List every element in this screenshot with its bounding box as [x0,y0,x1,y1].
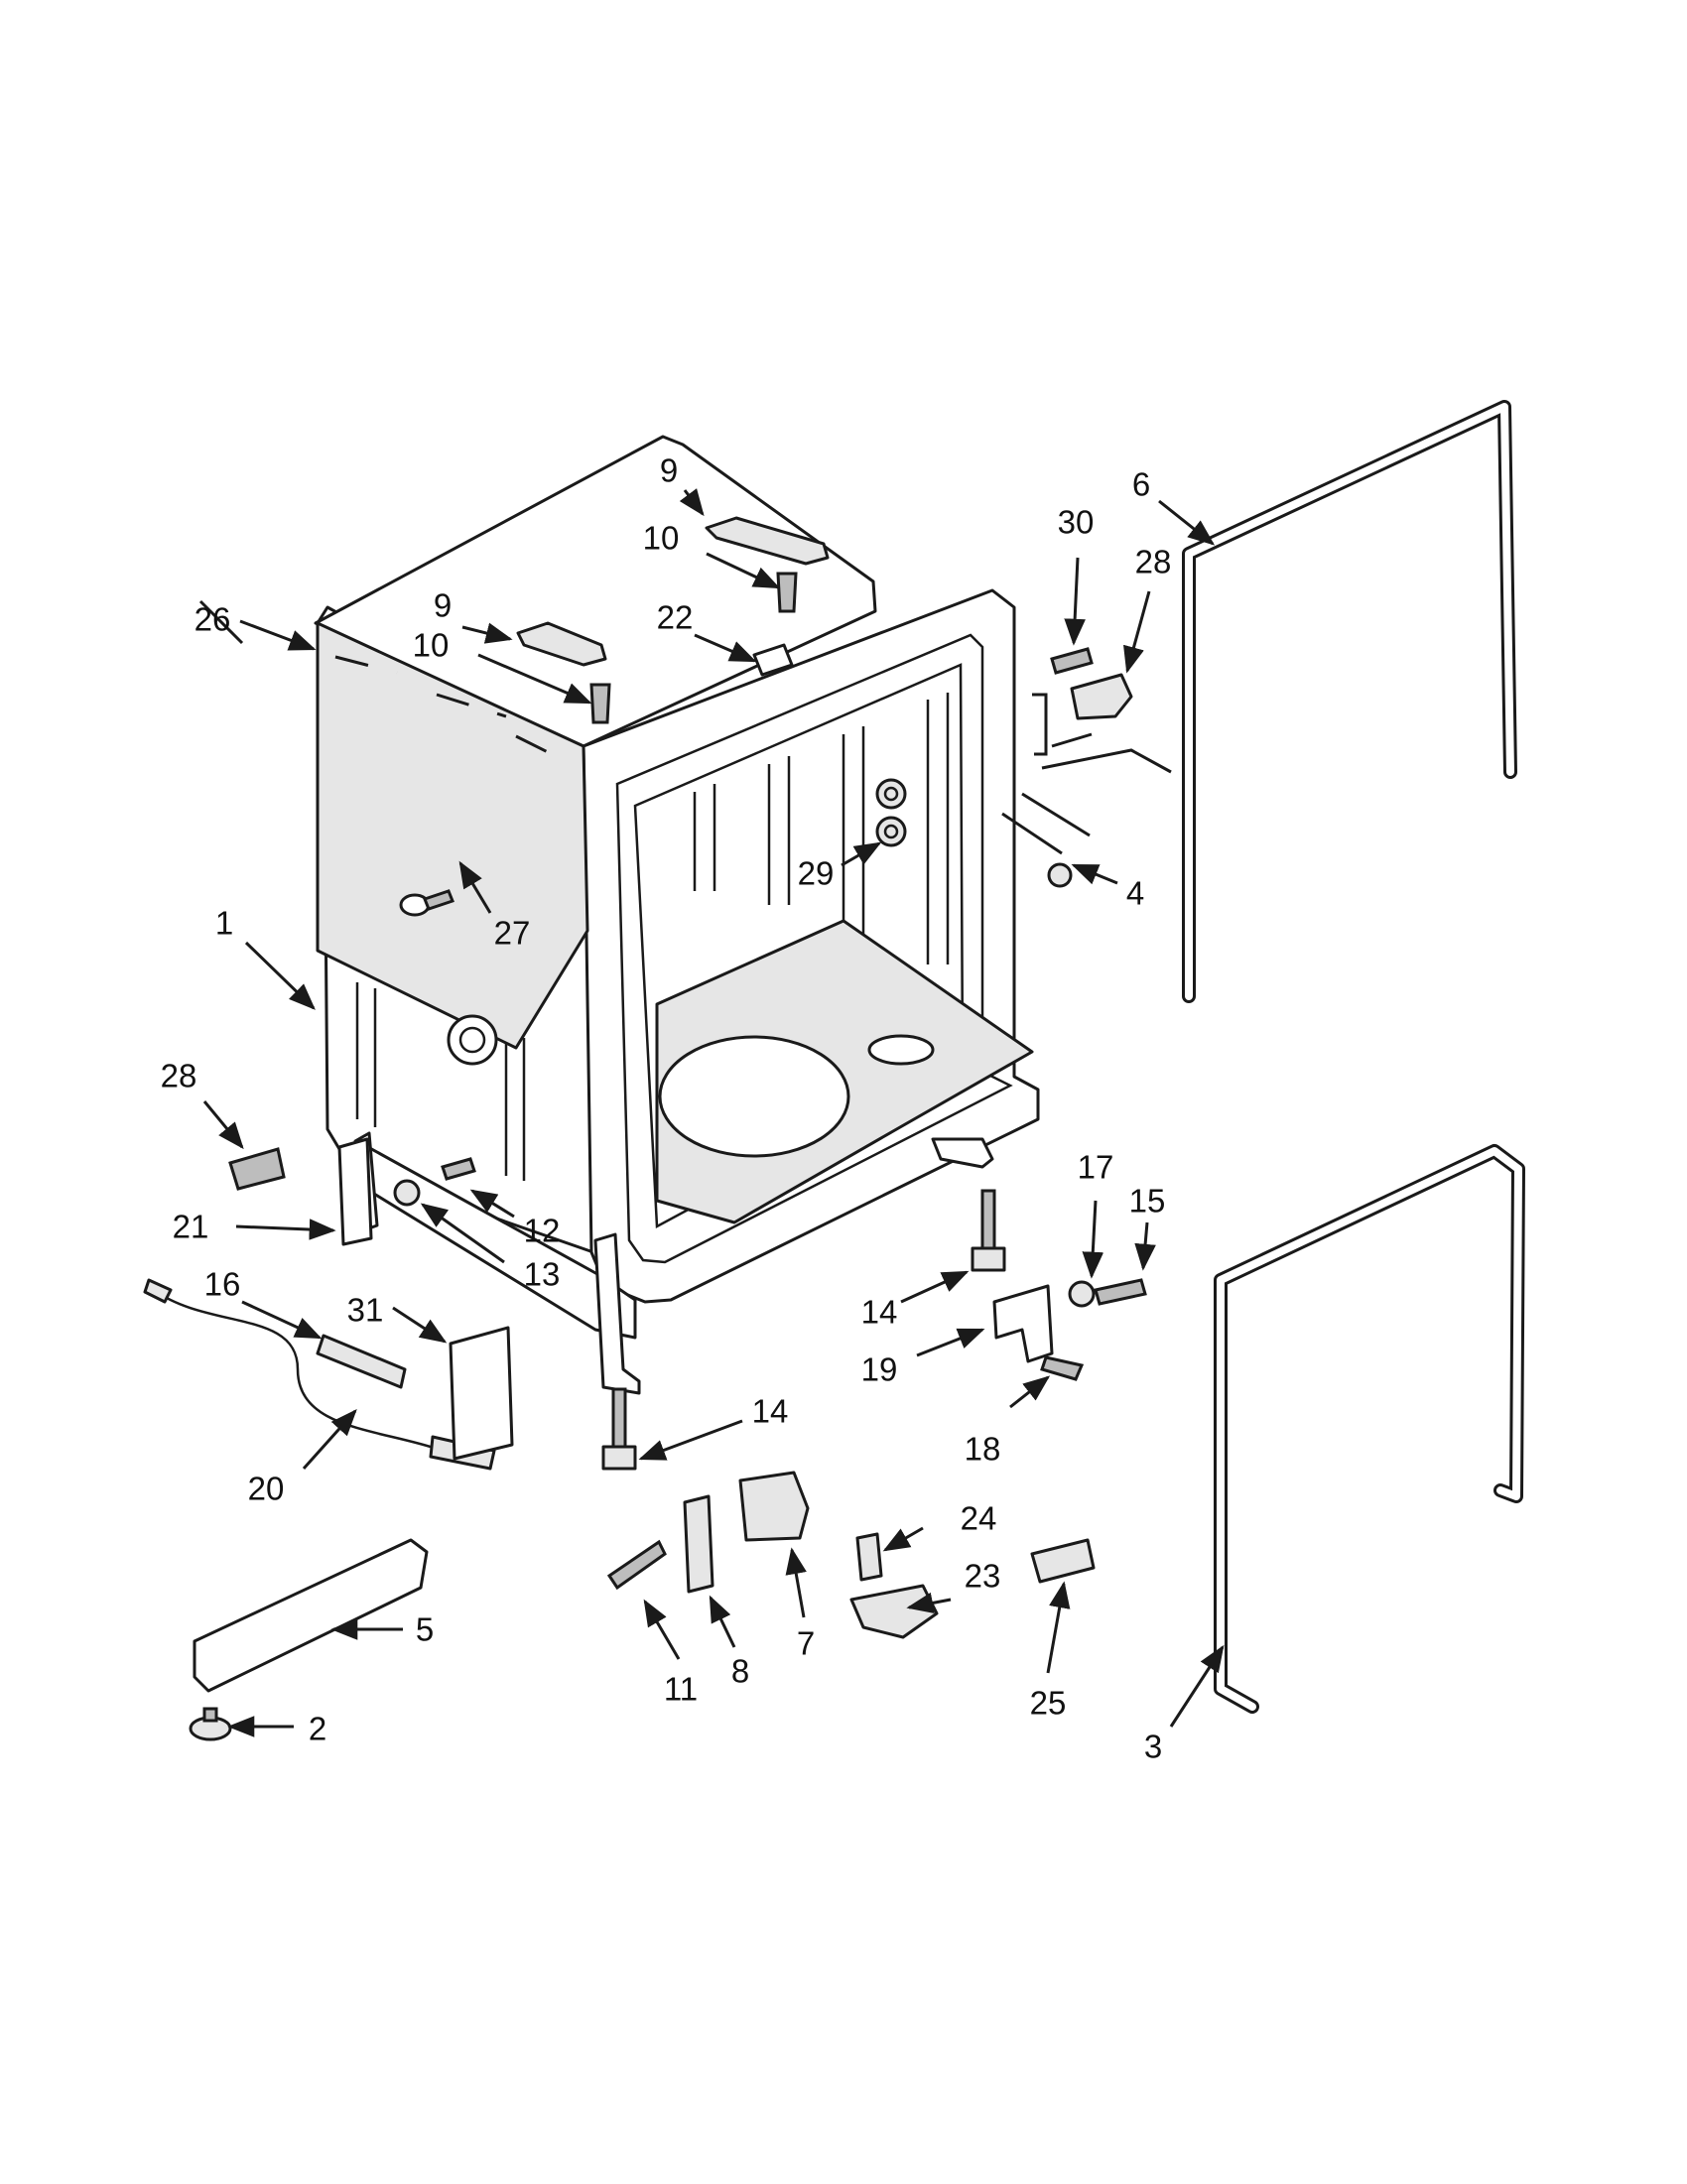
callout-23: 23 [965,1558,1001,1595]
screw [1040,1355,1085,1381]
screw [1050,647,1094,675]
callout-29: 29 [798,855,835,892]
hinge-cap [1030,1538,1096,1584]
callout-26: 26 [195,601,231,638]
callout-17: 17 [1078,1149,1114,1186]
door-seal [1214,1144,1525,1714]
callout-10b: 10 [413,627,450,664]
callout-6: 6 [1132,466,1150,503]
rack-bumper [752,643,794,677]
hole-plug [1047,862,1073,888]
grommet [189,1707,232,1741]
callout-22: 22 [657,599,694,636]
callout-14a: 14 [861,1294,898,1331]
strain-relief [316,1334,407,1389]
callout-16: 16 [204,1266,241,1303]
door-gasket [1182,400,1517,1003]
bumper [1070,673,1133,720]
leveling-leg [601,1189,1006,1471]
callout-31: 31 [347,1292,384,1329]
callout-28a: 28 [161,1058,197,1094]
callout-3: 3 [1144,1729,1162,1765]
callout-13: 13 [524,1256,561,1293]
assembly-line [1001,693,1172,855]
tub-assembly [314,435,1040,1395]
callout-2: 2 [309,1711,326,1747]
callout-4: 4 [1126,875,1144,912]
callout-9a: 9 [660,452,678,489]
callout-10a: 10 [643,520,680,557]
washer [393,1179,421,1207]
bumper [228,1147,286,1191]
access-panel [193,1538,429,1693]
callout-24: 24 [961,1500,997,1537]
mounting-bracket [337,1137,373,1246]
callout-30: 30 [1058,504,1095,541]
door-strike [683,1494,714,1594]
callout-labels: 1 2 3 4 5 6 7 8 9 9 10 10 11 12 13 14 14… [161,452,1172,1765]
callout-8: 8 [731,1653,749,1690]
callout-14b: 14 [752,1393,789,1430]
callout-27: 27 [494,915,531,952]
screw [589,572,798,724]
screw [606,1539,667,1591]
callout-28b: 28 [1135,544,1172,580]
callout-25: 25 [1030,1685,1067,1722]
callout-5: 5 [416,1611,434,1648]
callout-9b: 9 [434,587,452,624]
wiring-label [449,1326,514,1461]
callout-20: 20 [248,1471,285,1507]
rack-wheel [875,778,907,847]
plug [399,889,454,917]
callout-1: 1 [215,905,233,942]
callout-7: 7 [797,1625,815,1662]
leader-lines [198,488,1225,1737]
hinge-arm [849,1584,939,1639]
callout-11: 11 [664,1671,698,1708]
screw [1094,1278,1147,1306]
callout-15: 15 [1129,1183,1166,1220]
callout-19: 19 [861,1351,898,1388]
nut [1068,1280,1096,1308]
door-switch [738,1471,810,1542]
hinge-bracket [516,516,830,667]
power-cord [143,1278,496,1471]
callout-21: 21 [173,1209,209,1245]
callout-12: 12 [524,1213,561,1249]
assembly-line [334,655,557,758]
hinge-spring [855,1532,883,1582]
screw [441,1157,476,1181]
front-bracket [992,1284,1054,1363]
callout-18: 18 [965,1431,1001,1468]
